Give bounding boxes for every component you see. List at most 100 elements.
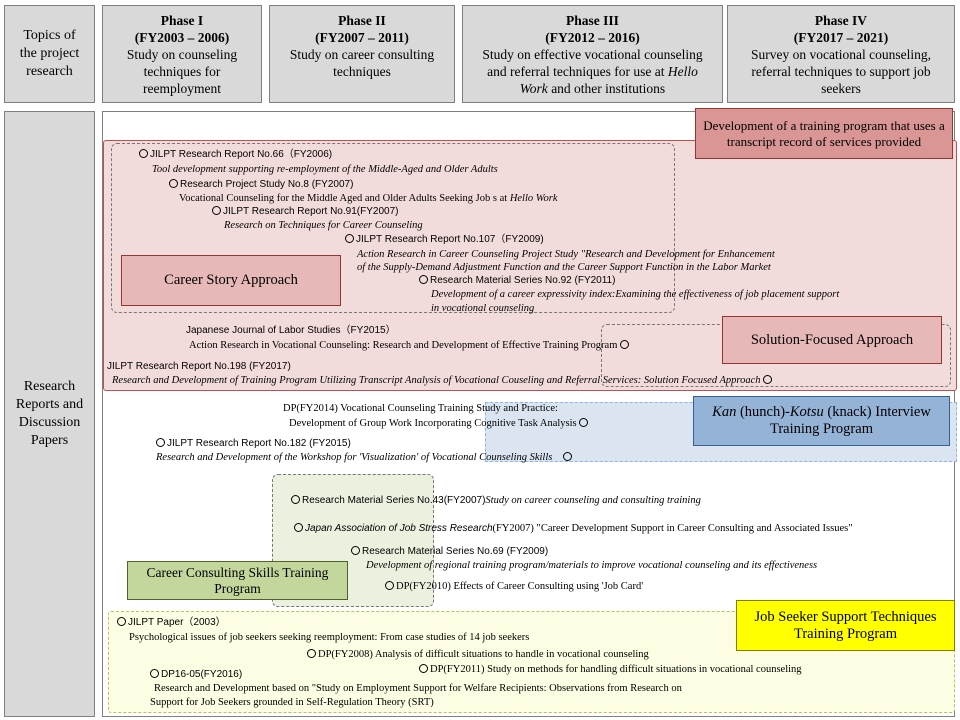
report-reference: JILPT Research Report No.66（FY2006) bbox=[139, 148, 333, 161]
phase-desc-italic: Hello Work bbox=[519, 64, 698, 96]
phase-desc: Study on counseling techniques for reemp… bbox=[126, 47, 238, 96]
kan-kotsu-label: Kan (hunch)-Kotsu (knack) Interview Trai… bbox=[693, 396, 950, 446]
report-title: of the Supply-Demand Adjustment Function… bbox=[357, 262, 771, 273]
topics-line: Topics of bbox=[23, 28, 76, 43]
circle-bullet-icon bbox=[763, 375, 773, 385]
reference-text: DP16-05(FY2016) bbox=[161, 669, 243, 680]
report-reference: JILPT Paper（2003） bbox=[117, 616, 226, 629]
circle-bullet-icon bbox=[117, 616, 126, 626]
reference-text: Research Material Series No.43(FY2007) bbox=[302, 495, 486, 506]
report-reference: JILPT Research Report No.198 (FY2017) bbox=[107, 361, 291, 372]
phase-years: (FY2003 – 2006) bbox=[134, 30, 230, 45]
circle-bullet-icon bbox=[345, 233, 354, 243]
title-part: (FY2007) "Career Development Support in … bbox=[492, 523, 853, 534]
title-part: Study on career counseling and consultin… bbox=[485, 495, 701, 506]
career-story-group bbox=[111, 143, 675, 313]
report-reference: Research Material Series No.43(FY2007)St… bbox=[291, 494, 701, 507]
circle-bullet-icon bbox=[150, 668, 159, 678]
phase-title: Phase IV bbox=[814, 13, 868, 28]
report-reference: JILPT Research Report No.107（FY2009) bbox=[345, 233, 544, 246]
report-reference: Japan Association of Job Stress Research… bbox=[294, 522, 853, 535]
reference-text: JILPT Paper（2003） bbox=[128, 617, 226, 628]
report-title: Psychological issues of job seekers seek… bbox=[129, 632, 530, 643]
report-reference: Research Project Study No.8 (FY2007) bbox=[169, 178, 354, 191]
report-reference: Research Material Series No.92 (FY2011) bbox=[419, 274, 616, 287]
kan-label-part: (hunch)- bbox=[736, 404, 790, 420]
report-title: Action Research in Vocational Counseling… bbox=[189, 340, 631, 352]
research-reports-label: Research Reports and Discussion Papers bbox=[4, 111, 95, 717]
report-title: Research and Development based on "Study… bbox=[154, 683, 682, 694]
circle-bullet-icon bbox=[139, 148, 148, 158]
report-reference: DP(FY2011) Study on methods for handling… bbox=[419, 664, 802, 676]
reference-text: Japan Association of Job Stress Research bbox=[305, 523, 493, 534]
report-title: Research and Development of Training Pro… bbox=[112, 375, 774, 387]
solution-focused-label: Solution-Focused Approach bbox=[722, 316, 942, 364]
title-part: Development of Group Work Incorporating … bbox=[289, 418, 577, 429]
title-part: Research and Development of Training Pro… bbox=[112, 375, 761, 386]
reference-text: DP(FY2011) Study on methods for handling… bbox=[430, 664, 802, 675]
circle-bullet-icon bbox=[385, 581, 394, 591]
circle-bullet-icon bbox=[307, 649, 316, 659]
circle-bullet-icon bbox=[419, 274, 428, 284]
reference-text: JILPT Research Report No.66（FY2006) bbox=[150, 149, 333, 160]
phase-desc-part: Study on effective vocational counseling… bbox=[482, 47, 703, 79]
reference-text: Research Material Series No.69 (FY2009) bbox=[362, 546, 549, 557]
title-part: Vocational Counseling for the Middle Age… bbox=[179, 193, 510, 204]
job-seeker-label: Job Seeker Support Techniques Training P… bbox=[736, 600, 955, 651]
phase-desc-part: and other institutions bbox=[547, 81, 666, 96]
phase-desc: Survey on vocational counseling, referra… bbox=[751, 47, 931, 96]
reports-line: Papers bbox=[30, 433, 69, 448]
circle-bullet-icon bbox=[620, 340, 629, 350]
report-title: Action Research in Career Counseling Pro… bbox=[357, 249, 775, 260]
title-part: Action Research in Vocational Counseling… bbox=[189, 340, 618, 351]
reference-text: DP(FY2010) Effects of Career Consulting … bbox=[396, 581, 644, 592]
circle-bullet-icon bbox=[212, 205, 221, 215]
phase-title: Phase III bbox=[566, 13, 619, 28]
report-title: Development of a career expressivity ind… bbox=[431, 289, 840, 300]
kan-label-part: (knack) Interview Training Program bbox=[770, 404, 931, 437]
report-reference: DP(FY2014) Vocational Counseling Trainin… bbox=[283, 403, 558, 414]
reports-line: Research bbox=[23, 379, 76, 394]
phase-years: (FY2012 – 2016) bbox=[545, 30, 640, 45]
report-title: Development of Group Work Incorporating … bbox=[289, 418, 590, 430]
report-title: Support for Job Seekers grounded in Self… bbox=[150, 697, 434, 708]
reference-text: Research Material Series No.92 (FY2011) bbox=[430, 275, 616, 286]
circle-bullet-icon bbox=[156, 437, 165, 447]
report-reference: Japanese Journal of Labor Studies（FY2015… bbox=[186, 325, 396, 336]
reference-text: JILPT Research Report No.182 (FY2015) bbox=[167, 438, 351, 449]
report-title: Research and Development of the Workshop… bbox=[156, 452, 574, 464]
topics-label: Topics of the project research bbox=[4, 5, 95, 103]
phase-title: Phase I bbox=[160, 13, 204, 28]
circle-bullet-icon bbox=[579, 418, 589, 428]
reference-text: DP(FY2008) Analysis of difficult situati… bbox=[318, 649, 649, 660]
reference-text: JILPT Research Report No.91(FY2007) bbox=[223, 206, 399, 217]
circle-bullet-icon bbox=[419, 664, 428, 674]
phase-desc: Study on effective vocational counseling… bbox=[463, 46, 722, 97]
reference-text: JILPT Research Report No.107（FY2009) bbox=[356, 234, 544, 245]
circle-bullet-icon bbox=[351, 545, 360, 555]
report-title: Research on Techniques for Career Counse… bbox=[224, 220, 423, 231]
report-reference: DP(FY2010) Effects of Career Consulting … bbox=[385, 581, 643, 593]
kan-label-part: Kotsu bbox=[789, 404, 824, 420]
phase-years: (FY2017 – 2021) bbox=[793, 30, 889, 45]
title-part: Research and Development of the Workshop… bbox=[156, 452, 553, 463]
topics-line: the project bbox=[19, 46, 80, 61]
transcript-program-label: Development of a training program that u… bbox=[695, 108, 953, 159]
phase-4-header: Phase IV (FY2017 – 2021) Survey on vocat… bbox=[727, 5, 955, 103]
reports-line: Reports and bbox=[15, 397, 84, 412]
career-story-label: Career Story Approach bbox=[121, 255, 341, 306]
skills-training-label: Career Consulting Skills Training Progra… bbox=[127, 561, 348, 600]
phase-desc: Study on career consulting techniques bbox=[289, 47, 435, 79]
report-title: Tool development supporting re-employmen… bbox=[152, 164, 498, 175]
phase-years: (FY2007 – 2011) bbox=[315, 30, 409, 45]
report-reference: JILPT Research Report No.182 (FY2015) bbox=[156, 437, 351, 450]
report-title: Development of regional training program… bbox=[366, 560, 818, 571]
report-reference: DP(FY2008) Analysis of difficult situati… bbox=[307, 649, 649, 661]
reference-text: Research Project Study No.8 (FY2007) bbox=[180, 179, 354, 190]
circle-bullet-icon bbox=[562, 452, 572, 462]
title-italic: Hello Work bbox=[509, 193, 558, 204]
report-reference: DP16-05(FY2016) bbox=[150, 668, 243, 681]
report-reference: Research Material Series No.69 (FY2009) bbox=[351, 545, 549, 558]
phase-3-header: Phase III (FY2012 – 2016) Study on effec… bbox=[462, 5, 723, 103]
report-title: Vocational Counseling for the Middle Age… bbox=[179, 193, 558, 205]
